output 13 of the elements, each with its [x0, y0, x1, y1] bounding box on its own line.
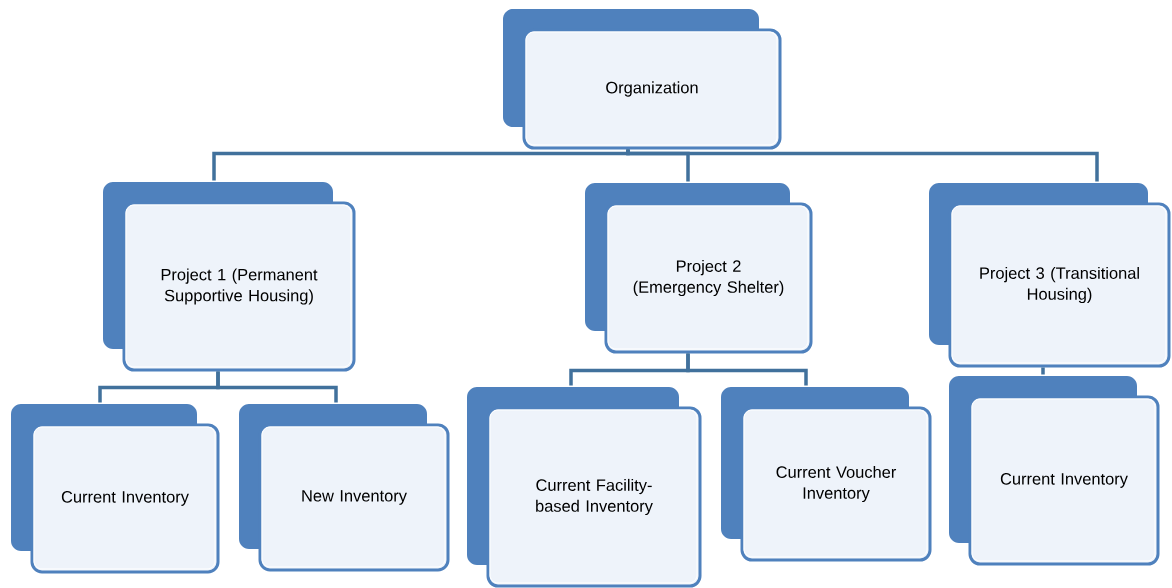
chart-box: Current Inventory — [11, 404, 220, 574]
chart-box: New Inventory — [239, 404, 450, 572]
connector-line — [626, 148, 1099, 182]
connector-line — [1041, 367, 1045, 375]
chart-box: Current Facility-based Inventory — [467, 387, 702, 588]
chart-box: Organization — [503, 9, 782, 150]
chart-box: Current Inventory — [949, 376, 1160, 566]
chart-box: Project 2 (Emergency Shelter) — [585, 183, 813, 354]
connector-line — [686, 353, 808, 386]
chart-box: Current Voucher Inventory — [721, 387, 932, 562]
chart-box: Project 1 (Permanent Supportive Housing) — [103, 182, 356, 372]
connector-line — [216, 371, 338, 403]
chart-box: Project 3 (Transitional Housing) — [929, 183, 1171, 368]
